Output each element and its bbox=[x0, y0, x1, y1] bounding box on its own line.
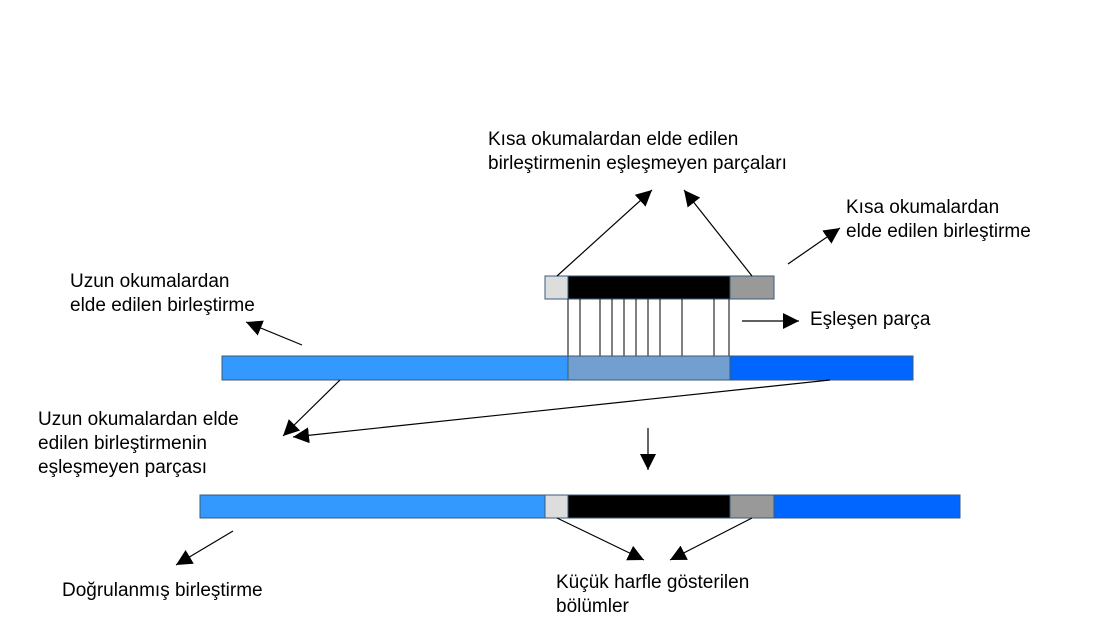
label-verified-assembly: Doğrulanmış birleştirme bbox=[62, 580, 263, 601]
arrow-short-assembly bbox=[787, 227, 841, 265]
long-read-assembly-bar bbox=[221, 355, 914, 381]
short-read-assembly-bar bbox=[544, 275, 775, 300]
alignment-lines bbox=[567, 299, 730, 356]
label-long-unmatched-part: Uzun okumalardan elde edilen birleştirme… bbox=[38, 409, 239, 478]
label-short-unmatched-parts: Kısa okumalardan elde edilen birleştirme… bbox=[488, 129, 787, 174]
label-short-read-assembly: Kısa okumalardan elde edilen birleştirme bbox=[846, 197, 1031, 242]
long-right-segment bbox=[729, 355, 914, 381]
long-left-segment bbox=[221, 355, 569, 381]
short-matched-segment bbox=[567, 275, 731, 300]
verified-assembly-bar bbox=[199, 494, 961, 519]
label-long-read-assembly: Uzun okumalardan elde edilen birleştirme bbox=[70, 271, 255, 316]
long-overlap-segment bbox=[567, 355, 731, 381]
arrow-long-right-unmatched bbox=[292, 379, 831, 444]
verified-light-gray-segment bbox=[544, 494, 569, 519]
arrow-short-left-unmatched bbox=[556, 189, 653, 277]
short-left-unmatched-segment bbox=[544, 275, 569, 300]
short-right-unmatched-segment bbox=[729, 275, 775, 300]
verified-dark-gray-segment bbox=[729, 494, 775, 519]
arrow-short-right-unmatched bbox=[683, 189, 753, 277]
arrow-verified bbox=[175, 530, 234, 566]
verified-right-segment bbox=[773, 494, 961, 519]
arrow-lowercase-left bbox=[556, 517, 645, 561]
label-matched-part: Eşleşen parça bbox=[810, 309, 931, 330]
arrow-lowercase-right bbox=[669, 517, 753, 561]
verified-left-segment bbox=[199, 494, 546, 519]
arrows bbox=[175, 189, 841, 566]
label-lowercase-sections: Küçük harfle gösterilen bölümler bbox=[556, 572, 750, 617]
arrow-long-assembly bbox=[245, 320, 303, 346]
arrow-long-left-unmatched bbox=[282, 379, 341, 437]
verified-black-segment bbox=[567, 494, 731, 519]
